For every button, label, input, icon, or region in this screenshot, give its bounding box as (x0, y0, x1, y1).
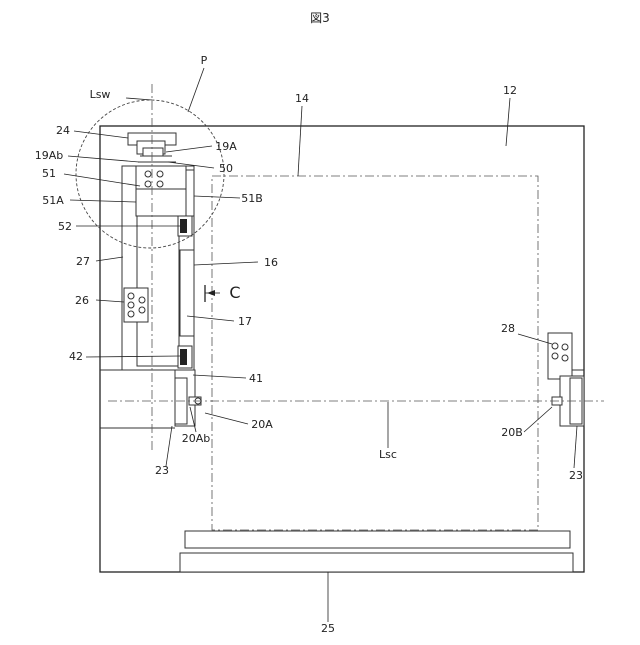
section-C-arrow (207, 290, 215, 296)
label-P: P (201, 54, 208, 67)
figure-title: 図3 (310, 11, 330, 25)
leader-12 (506, 98, 510, 146)
leader-51B (194, 196, 240, 198)
label-19Ab: 19Ab (35, 149, 64, 162)
label-24: 24 (56, 124, 70, 137)
leader-14 (298, 106, 302, 176)
label-51: 51 (42, 167, 56, 180)
label-14: 14 (295, 92, 309, 105)
leader-19Ab (68, 156, 139, 162)
label-20A: 20A (251, 418, 273, 431)
label-12: 12 (503, 84, 517, 97)
screen-region (212, 176, 538, 530)
label-20Ab: 20Ab (182, 432, 211, 445)
label-41: 41 (249, 372, 263, 385)
label-19A: 19A (215, 140, 237, 153)
base-plate (180, 553, 573, 572)
label-25: 25 (321, 622, 335, 635)
block-52-hatch (180, 219, 187, 233)
block-42-hatch (180, 349, 187, 365)
arm-51 (136, 166, 186, 216)
label-51B: 51B (241, 192, 263, 205)
label-23-right: 23 (569, 469, 583, 482)
label-26: 26 (75, 294, 89, 307)
arm-51B (186, 170, 194, 216)
leader-23L (166, 426, 172, 466)
label-17: 17 (238, 315, 252, 328)
label-Lsw: Lsw (90, 88, 111, 101)
pin-19A (143, 148, 163, 156)
label-27: 27 (76, 255, 90, 268)
leader-P (188, 68, 204, 112)
label-52: 52 (58, 220, 72, 233)
label-Lsc: Lsc (379, 448, 397, 461)
leader-16 (194, 262, 258, 265)
label-23-left: 23 (155, 464, 169, 477)
label-51A: 51A (42, 194, 64, 207)
bottom-tray (185, 531, 570, 548)
leader-23R (574, 426, 577, 468)
label-C: C (229, 283, 240, 302)
label-16: 16 (264, 256, 278, 269)
label-50: 50 (219, 162, 233, 175)
leader-28 (518, 334, 552, 344)
leader-19A (166, 146, 212, 152)
label-28: 28 (501, 322, 515, 335)
part-16 (180, 250, 194, 336)
leader-24 (74, 131, 128, 138)
leader-20A (205, 413, 248, 424)
leader-Lsw (126, 98, 152, 100)
label-42: 42 (69, 350, 83, 363)
leader-41 (193, 375, 246, 378)
label-20B: 20B (501, 426, 523, 439)
